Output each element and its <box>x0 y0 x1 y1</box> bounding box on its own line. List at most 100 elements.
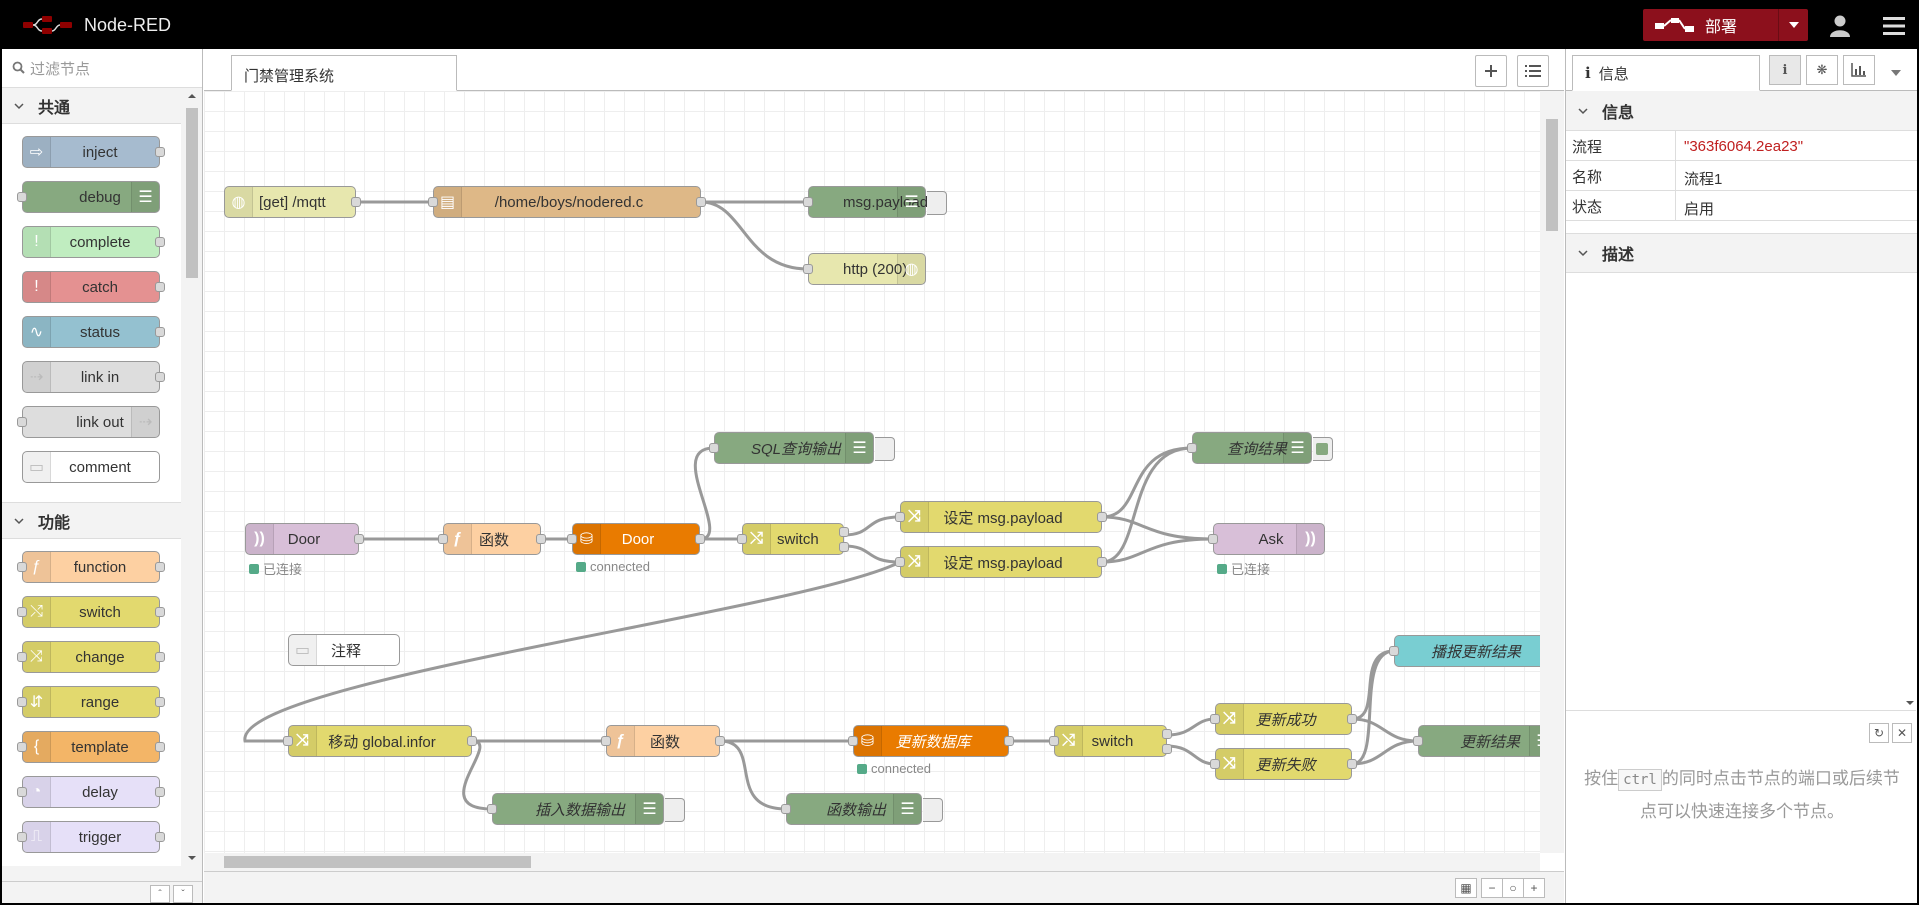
input-port[interactable] <box>803 264 813 274</box>
horizontal-scroll-thumb[interactable] <box>224 856 531 868</box>
input-port[interactable] <box>737 534 747 544</box>
palette-search-input[interactable]: 过滤节点 <box>2 49 202 88</box>
tab-flow-access-control[interactable]: 门禁管理系统 <box>231 55 457 91</box>
output-port[interactable] <box>696 197 706 207</box>
output-port[interactable] <box>1004 736 1014 746</box>
palette-category-function[interactable]: 功能 <box>2 503 181 539</box>
flow-node[interactable]: ⤨设定 msg.payload <box>895 546 1107 578</box>
next-tip-button[interactable]: ↻ <box>1869 723 1889 743</box>
output-port[interactable] <box>1097 557 1107 567</box>
palette-node-complete[interactable]: !complete <box>22 226 165 258</box>
flow-node[interactable]: ☰查询结果 <box>1187 432 1333 464</box>
main-menu-button[interactable] <box>1870 2 1917 49</box>
palette-node-comment[interactable]: ▭comment <box>22 451 160 483</box>
flow-node[interactable]: ))Door <box>245 523 364 555</box>
output-port[interactable] <box>839 542 849 552</box>
navigator-button[interactable]: ▦ <box>1455 878 1477 898</box>
debug-toggle-button[interactable] <box>923 798 943 822</box>
zoom-reset-button[interactable]: ○ <box>1502 878 1524 898</box>
output-port[interactable] <box>354 534 364 544</box>
output-port[interactable] <box>715 736 725 746</box>
input-port[interactable] <box>1208 534 1218 544</box>
output-port[interactable] <box>1162 744 1172 754</box>
output-port[interactable] <box>351 197 361 207</box>
flow-node[interactable]: ▭注释 <box>288 634 400 666</box>
flow-node[interactable]: ☰msg.payload <box>803 186 947 218</box>
input-port[interactable] <box>895 557 905 567</box>
flow-node[interactable]: ⛁更新数据库 <box>848 725 1014 757</box>
sidebar-scrollbar[interactable] <box>1903 131 1917 710</box>
palette-node-catch[interactable]: !catch <box>22 271 165 303</box>
flow-node[interactable]: ▤/home/boys/nodered.c <box>428 186 706 218</box>
input-port[interactable] <box>1210 759 1220 769</box>
output-port[interactable] <box>1162 729 1172 739</box>
debug-tab-button[interactable]: ❋ <box>1806 55 1838 85</box>
palette-node-inject[interactable]: ⇨inject <box>22 136 165 168</box>
input-port[interactable] <box>848 736 858 746</box>
flow-node[interactable]: ⛁Door <box>567 523 705 555</box>
flow-node[interactable]: ☰插入数据输出 <box>487 793 685 825</box>
flow-node[interactable]: ☰函数输出 <box>781 793 943 825</box>
flow-node[interactable]: ))Ask <box>1208 523 1325 555</box>
input-port[interactable] <box>1187 443 1197 453</box>
list-flows-button[interactable] <box>1517 55 1549 87</box>
close-tip-button[interactable]: ✕ <box>1892 723 1912 743</box>
flow-node[interactable]: 播报更新结果 <box>1389 635 1540 667</box>
output-port[interactable] <box>1347 759 1357 769</box>
output-port[interactable] <box>1097 512 1107 522</box>
workspace-vertical-scrollbar[interactable] <box>1540 91 1564 853</box>
palette-category-common[interactable]: 共通 <box>2 88 181 124</box>
debug-toggle-button[interactable] <box>1313 437 1333 461</box>
palette-node-link-in[interactable]: ⇢link in <box>22 361 165 393</box>
flow-node[interactable]: ☰SQL查询输出 <box>709 432 895 464</box>
debug-toggle-button[interactable] <box>875 437 895 461</box>
zoom-out-button[interactable]: − <box>1481 878 1503 898</box>
expand-all-button[interactable]: ˇ <box>173 885 193 903</box>
flow-node[interactable]: ◍http (200) <box>803 253 926 285</box>
input-port[interactable] <box>1389 646 1399 656</box>
input-port[interactable] <box>1210 714 1220 724</box>
flow-node[interactable]: ⤨更新成功 <box>1210 703 1357 735</box>
palette-node-status[interactable]: ∿status <box>22 316 165 348</box>
flow-node[interactable]: ☰更新结果 <box>1413 725 1540 757</box>
input-port[interactable] <box>567 534 577 544</box>
palette-scroll-thumb[interactable] <box>186 108 198 278</box>
flow-node[interactable]: ⤨移动 global.infor <box>283 725 477 757</box>
deploy-options-button[interactable] <box>1778 9 1808 41</box>
collapse-all-button[interactable]: ˆ <box>150 885 170 903</box>
add-flow-button[interactable] <box>1475 55 1507 87</box>
flow-node[interactable]: ◍[get] /mqtt <box>224 186 361 218</box>
flow-node[interactable]: ⤨设定 msg.payload <box>895 501 1107 533</box>
sidebar-menu-button[interactable] <box>1891 64 1901 80</box>
input-port[interactable] <box>428 197 438 207</box>
input-port[interactable] <box>781 804 791 814</box>
info-section-header[interactable]: 信息 <box>1566 91 1917 131</box>
description-section-header[interactable]: 描述 <box>1566 233 1917 273</box>
user-menu-button[interactable] <box>1810 2 1870 49</box>
flow-canvas[interactable]: ◍[get] /mqtt ▤/home/boys/nodered.c ☰msg.pa… <box>204 91 1540 853</box>
debug-toggle-button[interactable] <box>927 191 947 215</box>
vertical-scroll-thumb[interactable] <box>1546 119 1558 231</box>
palette-node-delay[interactable]: ◔delay <box>17 776 165 808</box>
workspace-horizontal-scrollbar[interactable] <box>204 853 1540 871</box>
input-port[interactable] <box>709 443 719 453</box>
input-port[interactable] <box>487 804 497 814</box>
input-port[interactable] <box>895 512 905 522</box>
flow-node[interactable]: ⤨更新失败 <box>1210 748 1357 780</box>
output-port[interactable] <box>1347 714 1357 724</box>
palette-scrollbar[interactable] <box>183 88 201 866</box>
zoom-in-button[interactable]: + <box>1523 878 1545 898</box>
output-port[interactable] <box>536 534 546 544</box>
debug-toggle-button[interactable] <box>665 798 685 822</box>
palette-node-range[interactable]: ⇵range <box>17 686 165 718</box>
palette-node-link-out[interactable]: ⇢link out <box>17 406 160 438</box>
palette-node-change[interactable]: ⤨change <box>17 641 165 673</box>
input-port[interactable] <box>1049 736 1059 746</box>
palette-node-trigger[interactable]: ⎍trigger <box>17 821 165 853</box>
dashboard-tab-button[interactable] <box>1843 55 1875 85</box>
palette-node-template[interactable]: {template <box>17 731 165 763</box>
output-port[interactable] <box>839 527 849 537</box>
output-port[interactable] <box>695 534 705 544</box>
input-port[interactable] <box>601 736 611 746</box>
